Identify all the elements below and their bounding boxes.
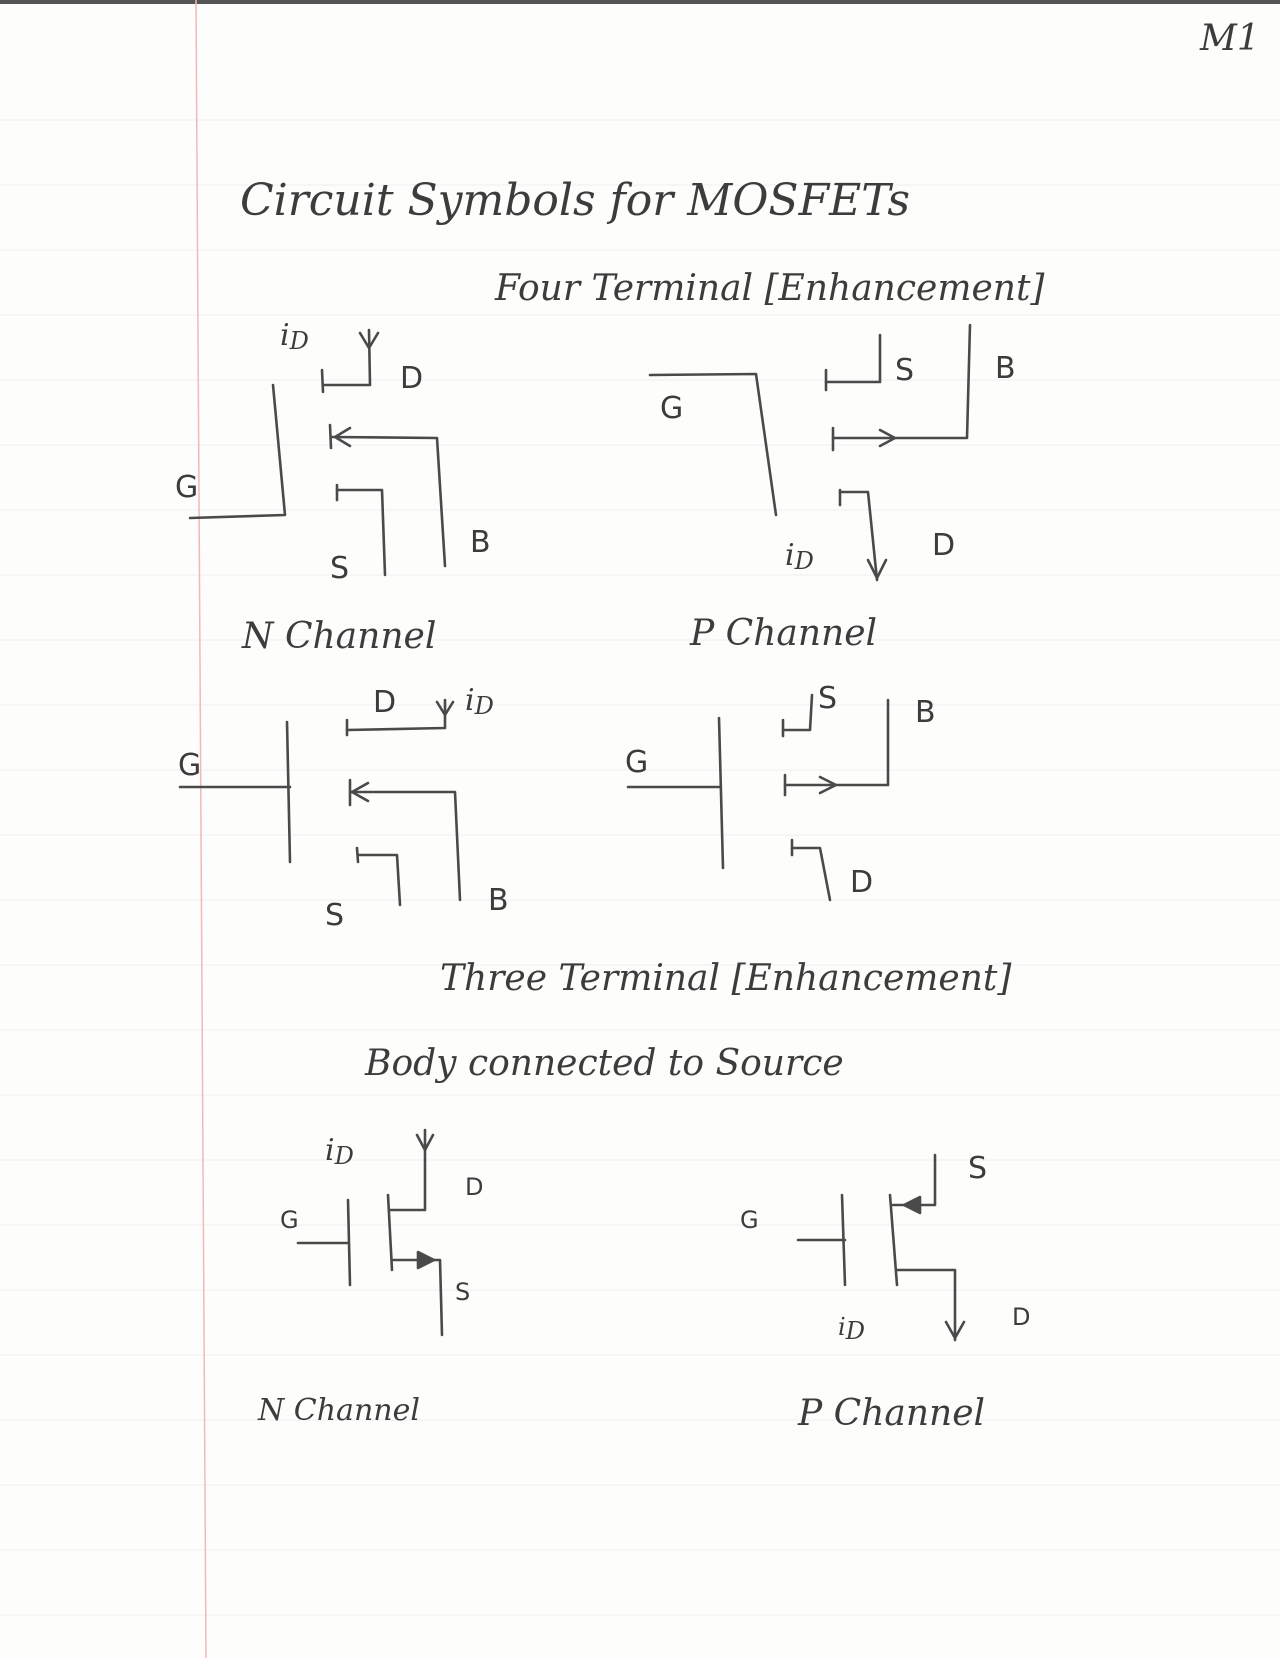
caption-three-n-channel: N Channel	[257, 1393, 420, 1428]
n4-drain-label: D	[400, 361, 423, 396]
p4alt-source-label: S	[818, 681, 837, 716]
n4-body-label: B	[470, 525, 491, 560]
n3-wiring	[296, 1128, 444, 1337]
n3-current-label: iD	[325, 1133, 354, 1170]
p3-gate-label: G	[740, 1206, 759, 1234]
caption-four-n-channel: N Channel	[241, 616, 436, 657]
caption-four-p-channel: P Channel	[689, 613, 877, 654]
section-four-terminal: Four Terminal [Enhancement]	[494, 268, 1045, 309]
four-terminal-n-channel-alt-symbol: D iD G S B	[178, 683, 509, 933]
caption-three-p-channel: P Channel	[797, 1393, 985, 1434]
p4alt-drain-label: D	[850, 865, 873, 900]
p3-current-label: iD	[838, 1313, 865, 1345]
three-terminal-n-channel-symbol: iD D G S N Channel	[257, 1128, 483, 1428]
p4alt-wiring	[626, 693, 890, 902]
page-title: Circuit Symbols for MOSFETs	[240, 175, 910, 226]
p4-current-label: iD	[785, 538, 814, 575]
section-three-terminal: Three Terminal [Enhancement]	[440, 958, 1012, 999]
p4-drain-label: D	[932, 528, 955, 563]
n4alt-drain-label: D	[373, 685, 396, 720]
n4alt-source-label: S	[325, 898, 344, 933]
n4alt-wiring	[178, 698, 462, 907]
p4-source-label: S	[895, 353, 914, 388]
n3-gate-label: G	[280, 1206, 299, 1234]
n4alt-gate-label: G	[178, 748, 201, 783]
p4alt-gate-label: G	[625, 745, 648, 780]
p3-source-label: S	[968, 1151, 987, 1186]
n4-wiring	[188, 328, 447, 577]
n4alt-current-label: iD	[465, 683, 494, 720]
margin-line	[195, 0, 207, 1658]
n4-source-label: S	[330, 551, 349, 586]
four-terminal-p-channel-symbol: S B G iD D P Channel	[648, 323, 1016, 654]
p3-drain-label: D	[1012, 1303, 1030, 1331]
p3-wiring	[796, 1153, 966, 1342]
four-terminal-n-channel-symbol: iD D G B S N Channel	[175, 318, 491, 657]
n3-source-label: S	[455, 1278, 470, 1306]
four-terminal-p-channel-alt-symbol: S B G D	[625, 681, 936, 902]
n4-current-label: iD	[280, 318, 309, 355]
section-body-connected: Body connected to Source	[364, 1043, 844, 1084]
page-id: M1	[1199, 18, 1260, 59]
n3-drain-label: D	[465, 1173, 483, 1201]
p4alt-body-label: B	[915, 695, 936, 730]
p4-gate-label: G	[660, 391, 683, 426]
p4-wiring	[648, 323, 972, 582]
n4-gate-label: G	[175, 470, 198, 505]
n4alt-body-label: B	[488, 883, 509, 918]
three-terminal-p-channel-symbol: S G iD D P Channel	[740, 1151, 1030, 1434]
p4-body-label: B	[995, 351, 1016, 386]
